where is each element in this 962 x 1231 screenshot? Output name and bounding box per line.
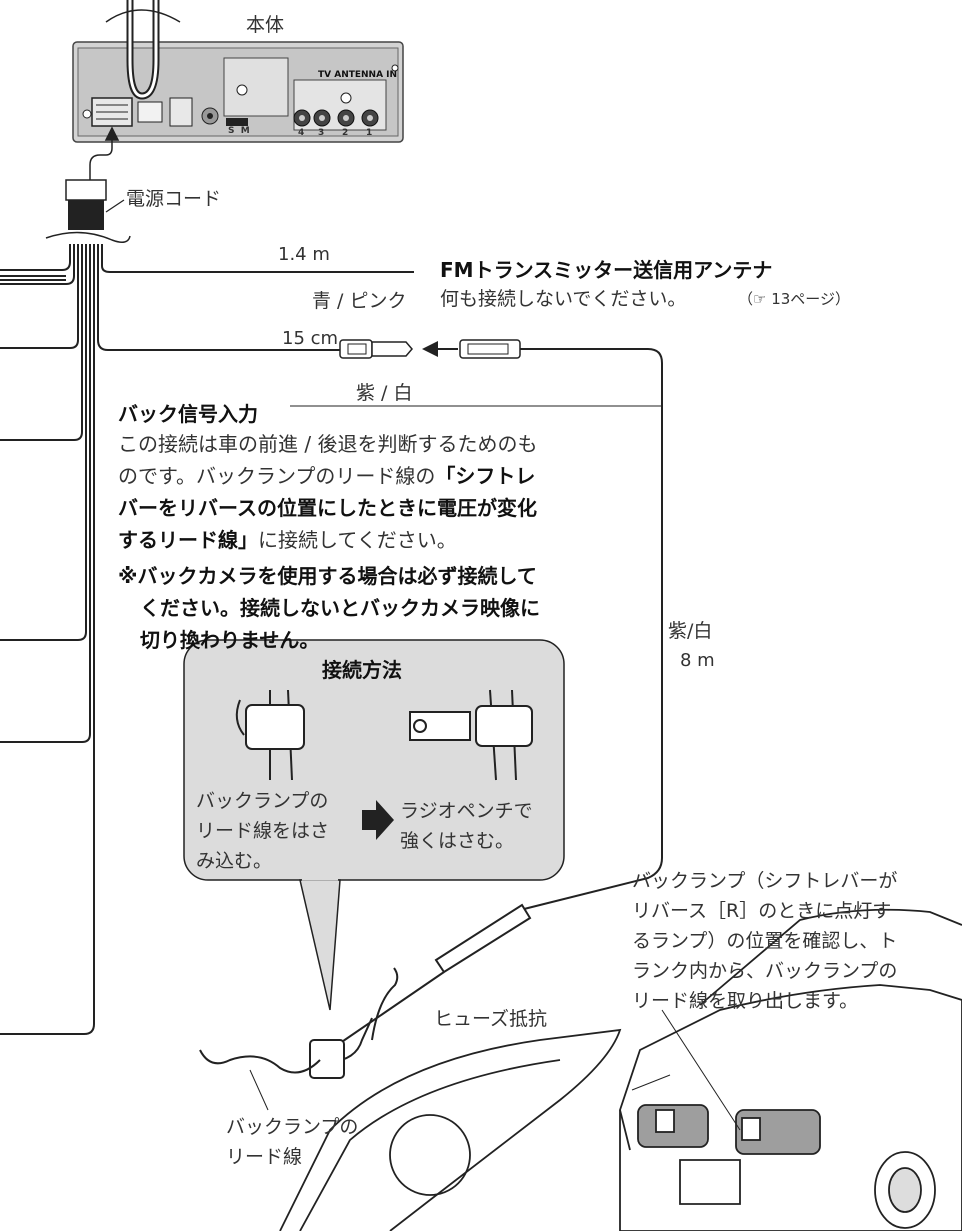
method-step1-line3: み込む。 [196,850,273,872]
description-line-1: この接続は車の前進 / 後退を判断するためのも [118,432,538,456]
clip-illustration-1 [235,689,305,781]
description-line-4: するリード線」に接続してください。 [118,524,457,553]
method-box-bg [183,639,565,1011]
antenna-cable [105,0,181,100]
purple-white-wire [519,348,663,911]
sm-label: S M [228,126,250,136]
description-line-4b: に接続してください。 [258,528,457,552]
note-line-3: 切り換わりません。 [140,628,320,652]
method-step2-line2: 強くはさむ。 [400,830,515,852]
backlamp-note-line-4: ランク内から、バックランプの [632,960,898,982]
power-cord-label: 電源コード [126,188,222,210]
main-unit-label: 本体 [246,14,285,36]
note-line-1: ※バックカメラを使用する場合は必ず接続して [118,564,537,588]
wire-bundle-leftstubs [0,275,66,281]
length-1-4m-label: 1.4 m [278,244,330,265]
backlamp-note-line-1: バックランプ（シフトレバーが [632,870,898,892]
description-line-2: のです。バックランプのリード線の「シフトレ [118,460,535,489]
description-line-2a: のです。バックランプのリード線の [118,464,436,488]
note-line-2: ください。接続しないとバックカメラ映像に [140,596,540,620]
no-connect-note: 何も接続しないでください。 [440,288,687,310]
power-connection-arrow [89,126,120,180]
method-box-title: 接続方法 [322,658,402,682]
back-signal-connector [339,339,521,359]
blue-pink-label: 青 / ピンク [312,290,407,312]
fuse-resistor [329,903,532,1051]
lead-wire-line-1: バックランプの [226,1116,359,1138]
description-line-4a: するリード線」 [118,528,258,552]
description-line-2b: 「シフトレ [435,464,536,488]
cable-break-mark [45,231,131,243]
wire-bundle [0,244,414,1035]
purple-white-label: 紫 / 白 [356,382,413,404]
method-step1-line2: リード線をはさ [196,820,330,842]
method-step1-line1: バックランプの [196,790,329,812]
purple-white-label-2: 紫/白 [668,620,713,642]
fm-antenna-title: FMトランスミッター送信用アンテナ [440,258,773,282]
tv-antenna-in-label: TV ANTENNA IN [318,70,398,80]
backlamp-note-line-5: リード線を取り出します。 [632,990,859,1012]
open-trunk-illustration [279,1028,622,1231]
port-4-label: 4 [298,128,305,138]
backlamp-note-line-2: リバース［R］のときに点灯す [632,900,892,922]
port-2-label: 2 [342,128,349,138]
port-3-label: 3 [318,128,325,138]
step-arrow [362,800,394,840]
fuse-resistor-label: ヒューズ抵抗 [434,1008,548,1030]
page-ref-label: （☞ 13ページ） [738,290,851,308]
length-8m-label: 8 m [680,650,715,671]
lead-wire-line-2: リード線 [226,1146,303,1168]
backlamp-note-line-3: るランプ）の位置を確認し、ト [632,930,898,952]
back-signal-title: バック信号入力 [118,402,258,426]
tap-connector [199,967,399,1079]
description-line-3: バーをリバースの位置にしたときに電圧が変化 [118,496,537,520]
clip-illustration-2 [409,689,533,781]
method-step2-line1: ラジオペンチで [400,800,533,822]
length-15cm-label: 15 cm [282,328,339,349]
power-cord-connector [65,179,125,230]
car-illustration [619,908,962,1231]
port-1-label: 1 [366,128,373,138]
